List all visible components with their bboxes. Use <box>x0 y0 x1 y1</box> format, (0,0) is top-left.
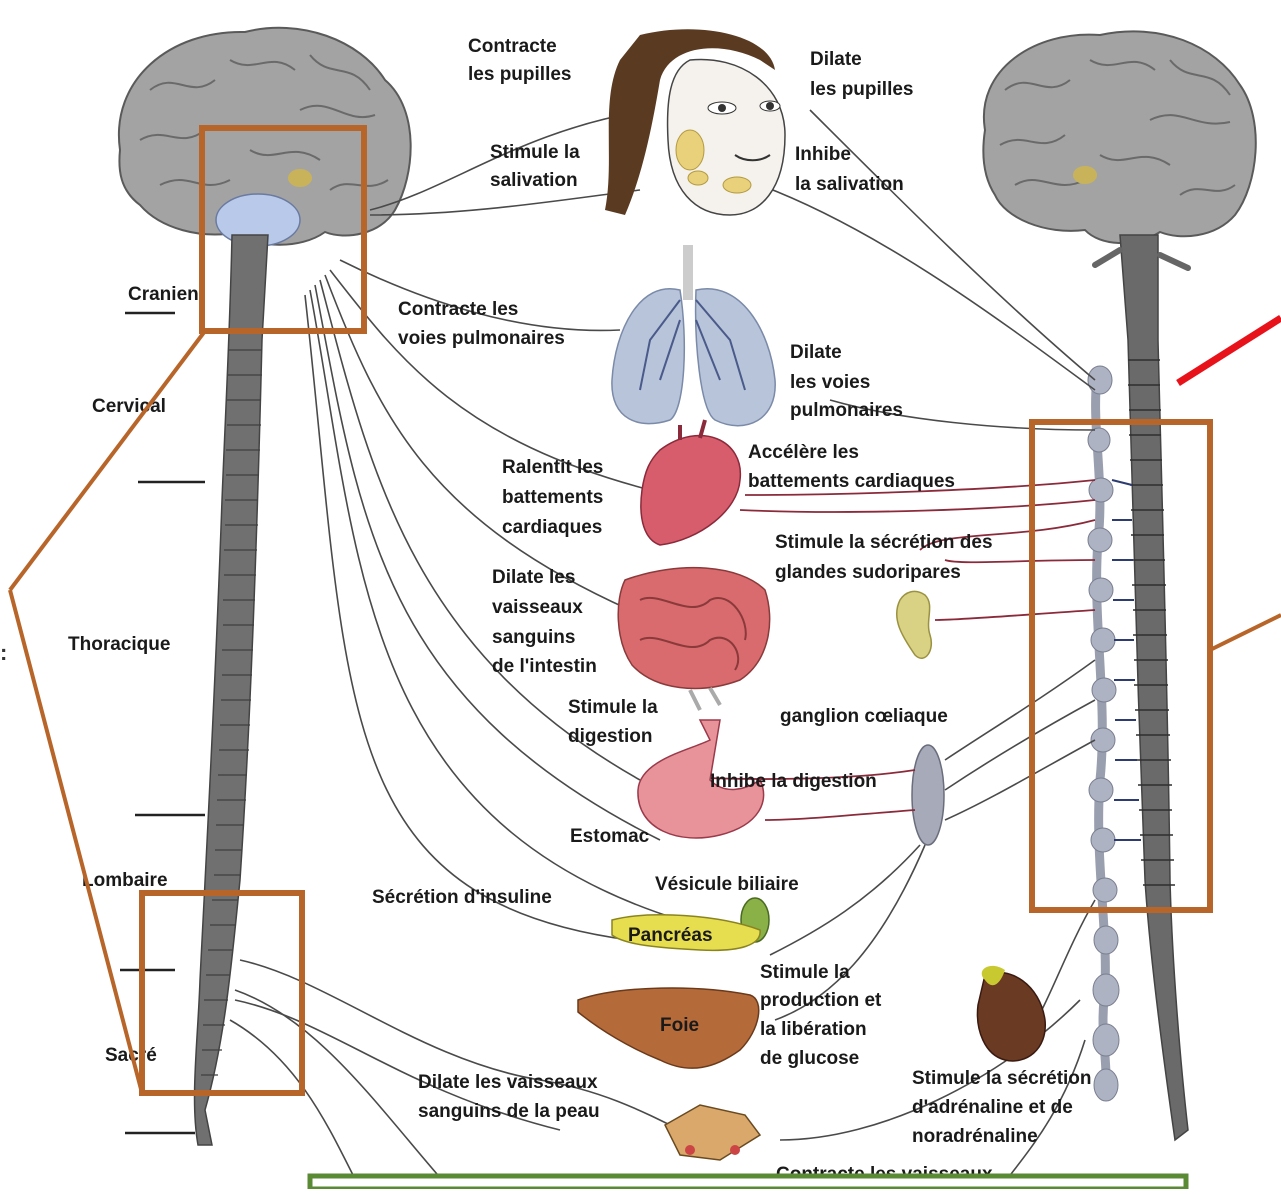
right-brain <box>983 31 1255 243</box>
svg-text::: : <box>0 640 7 665</box>
celiac-ganglion <box>912 745 944 845</box>
label-adrenaline-2: d'adrénaline et de <box>912 1097 1073 1118</box>
label-stomach: Estomac <box>570 826 650 847</box>
label-digestion-stimulate-1: Stimule la <box>568 697 658 718</box>
label-gut-vessels-3: sanguins <box>492 627 575 648</box>
label-heart-accelerate-1: Accélère les <box>748 442 859 463</box>
label-pupils-contract-1: Contracte <box>468 36 557 57</box>
label-insulin: Sécrétion d'insuline <box>372 887 552 908</box>
highlight-box-thoracolumbar <box>1032 422 1210 910</box>
label-liver: Foie <box>660 1015 699 1036</box>
label-digestion-stimulate-2: digestion <box>568 726 652 747</box>
label-glucose-2: production et <box>760 990 882 1011</box>
label-pupils-dilate-1: Dilate <box>810 49 862 70</box>
red-arrow-line <box>1178 318 1281 383</box>
label-lungs-dilate-1: Dilate <box>790 342 842 363</box>
label-saliva-inhibit-1: Inhibe <box>795 144 851 165</box>
level-label-lumbar: Lombaire <box>82 870 168 891</box>
label-saliva-stimulate-1: Stimule la <box>490 142 580 163</box>
label-saliva-stimulate-2: salivation <box>490 170 578 191</box>
label-sweat-2: glandes sudoripares <box>775 562 961 583</box>
label-heart-accelerate-2: battements cardiaques <box>748 471 955 492</box>
label-glucose-1: Stimule la <box>760 962 850 983</box>
label-digestion-inhibit: Inhibe la digestion <box>710 771 877 792</box>
sweat-gland <box>897 591 932 658</box>
level-label-cranial: Cranien <box>128 284 199 305</box>
label-pancreas: Pancréas <box>628 925 713 946</box>
footer-bar <box>310 1176 1186 1189</box>
label-lungs-contract-1: Contracte les <box>398 299 518 320</box>
intestine <box>618 568 769 710</box>
label-pupils-contract-2: les pupilles <box>468 64 571 85</box>
label-adrenaline-3: noradrénaline <box>912 1126 1038 1147</box>
label-sweat-1: Stimule la sécrétion des <box>775 532 993 553</box>
label-glucose-4: de glucose <box>760 1048 859 1069</box>
heart <box>641 420 740 545</box>
label-lungs-dilate-3: pulmonaires <box>790 400 903 421</box>
label-gut-vessels-4: de l'intestin <box>492 656 597 677</box>
left-spinal-cord <box>195 235 268 1145</box>
label-pupils-dilate-2: les pupilles <box>810 79 913 100</box>
label-heart-slow-1: Ralentit les <box>502 457 603 478</box>
label-heart-slow-2: battements <box>502 487 603 508</box>
adrenal-kidney <box>977 966 1045 1061</box>
label-lungs-contract-2: voies pulmonaires <box>398 328 565 349</box>
label-heart-slow-3: cardiaques <box>502 517 602 538</box>
label-celiac-ganglion: ganglion cœliaque <box>780 706 948 727</box>
label-skin-vessels-1: Dilate les vaisseaux <box>418 1072 598 1093</box>
label-gallbladder: Vésicule biliaire <box>655 874 799 895</box>
level-label-thoracic: Thoracique <box>68 634 170 655</box>
label-gut-vessels-2: vaisseaux <box>492 597 583 618</box>
skin-tissue <box>665 1105 760 1160</box>
label-glucose-3: la libération <box>760 1019 867 1040</box>
face <box>605 29 785 215</box>
label-gut-vessels-1: Dilate les <box>492 567 575 588</box>
label-adrenaline-1: Stimule la sécrétion <box>912 1068 1092 1089</box>
label-lungs-dilate-2: les voies <box>790 372 870 393</box>
label-skin-vessels-2: sanguins de la peau <box>418 1101 600 1122</box>
label-saliva-inhibit-2: la salivation <box>795 174 904 195</box>
lungs <box>612 245 775 426</box>
